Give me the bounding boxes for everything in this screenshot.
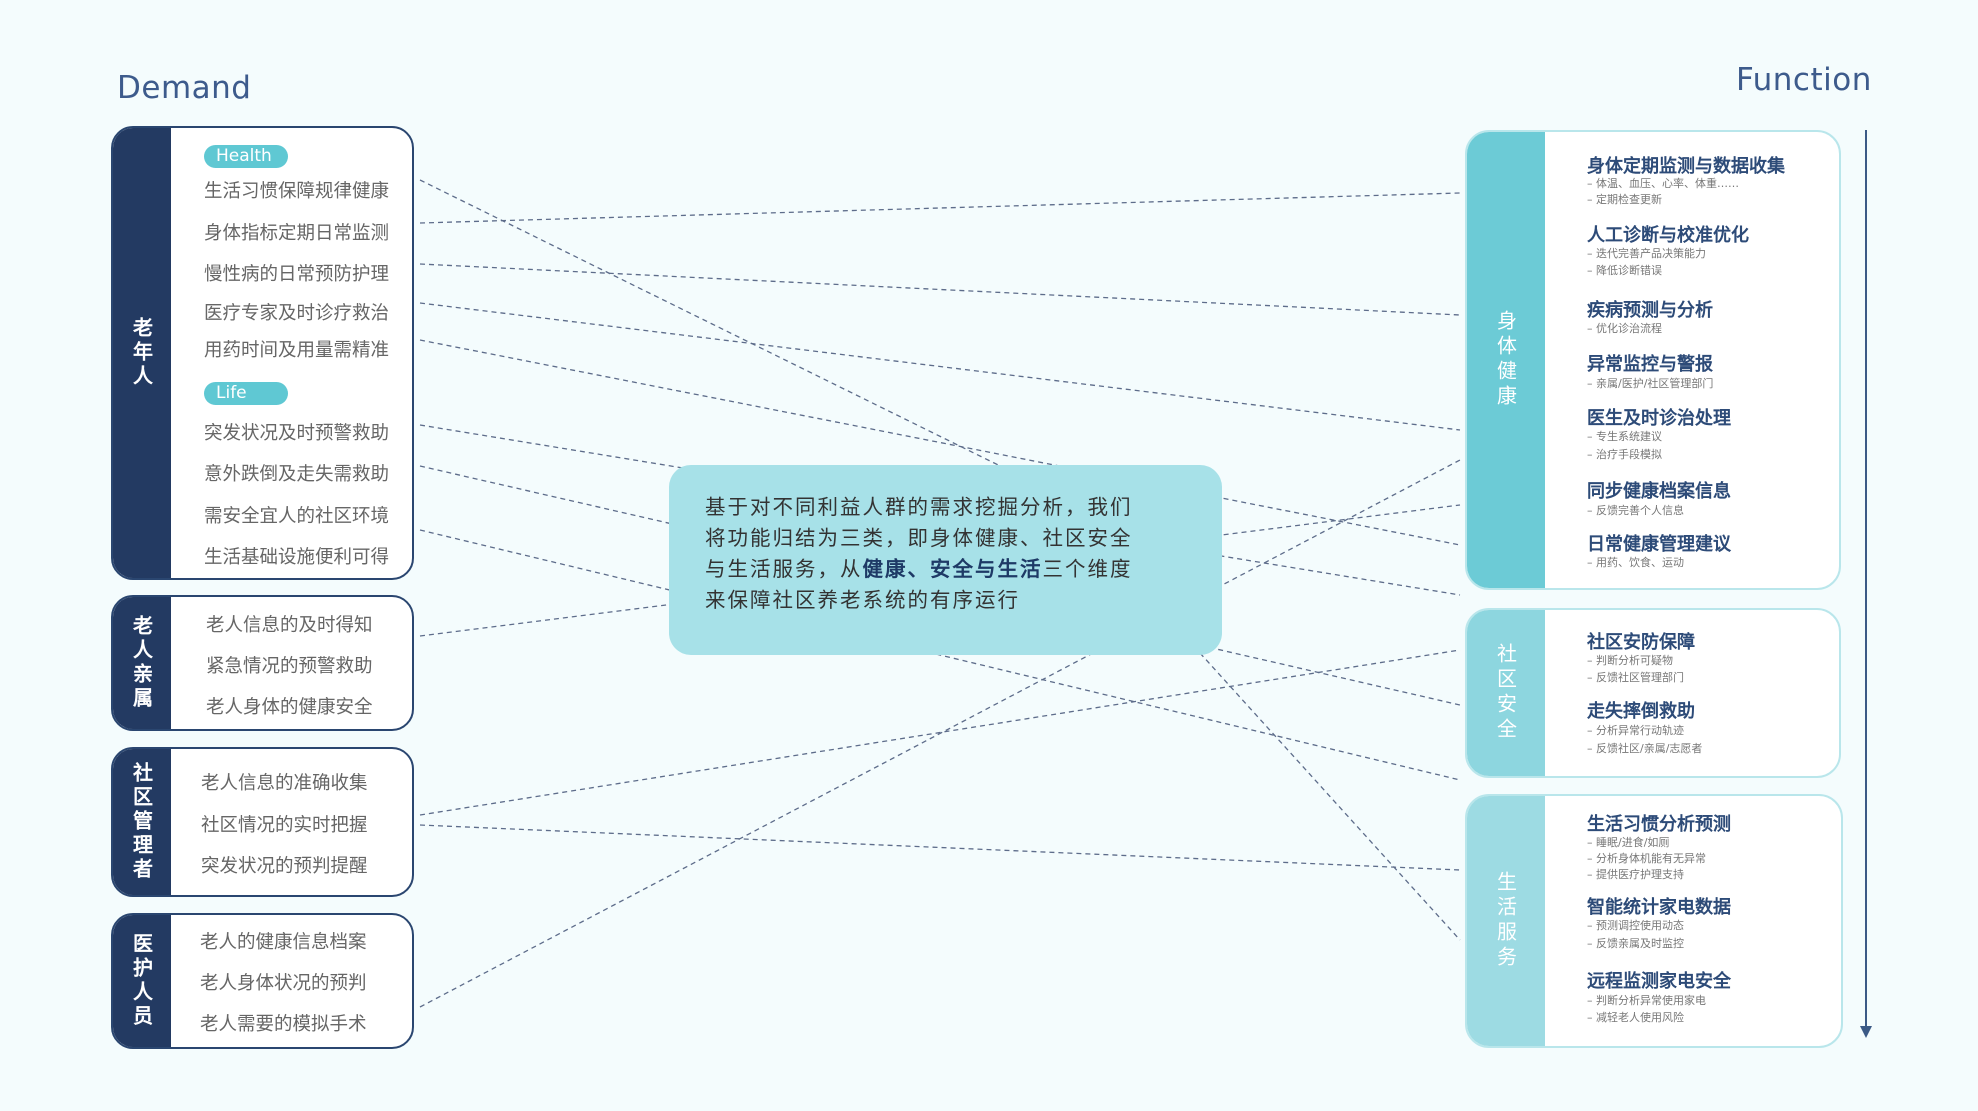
- group-label: 社区管理者: [129, 762, 154, 882]
- summary-line: 来保障社区养老系统的有序运行: [705, 588, 1020, 612]
- group-label-bar: 老人亲属: [113, 597, 171, 729]
- demand-item: 突发状况及时预警救助: [204, 423, 390, 444]
- function-group-health: 身体健康 身体定期监测与数据收集 – 体温、血压、心率、体重…… – 定期检查更…: [1465, 130, 1841, 590]
- demand-group-elderly: 老年人 Health 生活习惯保障规律健康 身体指标定期日常监测 慢性病的日常预…: [111, 126, 414, 580]
- group-label-bar: 社区管理者: [113, 749, 171, 895]
- summary-line: 与生活服务，从健康、安全与生活三个维度: [705, 557, 1133, 581]
- function-detail: – 预测调控使用动态: [1587, 919, 1684, 932]
- demand-item: 社区情况的实时把握: [201, 815, 368, 836]
- function-detail: – 分析异常行动轨迹: [1587, 724, 1684, 737]
- demand-item: 需安全宜人的社区环境: [204, 506, 390, 527]
- summary-box: 基于对不同利益人群的需求挖掘分析，我们 将功能归结为三类，即身体健康、社区安全 …: [669, 465, 1222, 655]
- group-label: 身体健康: [1493, 310, 1518, 410]
- demand-item: 老人信息的及时得知: [206, 615, 373, 636]
- function-detail: – 亲属/医护/社区管理部门: [1587, 377, 1714, 390]
- demand-group-relatives: 老人亲属 老人信息的及时得知 紧急情况的预警救助 老人身体的健康安全: [111, 595, 414, 731]
- connector-line: [419, 339, 1461, 546]
- demand-item: 身体指标定期日常监测: [204, 223, 390, 244]
- demand-group-medical-staff: 医护人员 老人的健康信息档案 老人身体状况的预判 老人需要的模拟手术: [111, 913, 414, 1049]
- connector-line: [419, 179, 1056, 494]
- function-detail: – 用药、饮食、运动: [1587, 556, 1684, 569]
- function-title: 人工诊断与校准优化: [1587, 225, 1749, 246]
- function-title: 生活习惯分析预测: [1587, 814, 1731, 835]
- summary-line: 基于对不同利益人群的需求挖掘分析，我们: [705, 495, 1133, 519]
- group-label-bar: 老年人: [113, 128, 171, 578]
- function-detail: – 治疗手段模拟: [1587, 448, 1662, 461]
- demand-item: 老人身体的健康安全: [206, 697, 373, 718]
- function-group-life-services: 生活服务 生活习惯分析预测 – 睡眠/进食/如厕 – 分析身体机能有无异常 – …: [1465, 794, 1843, 1048]
- health-tag: Health: [204, 145, 288, 168]
- group-label-bar: 社区安全: [1467, 610, 1545, 776]
- function-detail: – 反馈亲属及时监控: [1587, 937, 1684, 950]
- function-title: 日常健康管理建议: [1587, 534, 1731, 555]
- function-detail: – 提供医疗护理支持: [1587, 868, 1684, 881]
- function-title: 远程监测家电安全: [1587, 971, 1731, 992]
- connector-line: [419, 824, 1461, 871]
- connector-line: [419, 459, 1461, 1008]
- function-detail: – 反馈完善个人信息: [1587, 504, 1684, 517]
- group-label-bar: 生活服务: [1467, 796, 1545, 1046]
- group-label: 生活服务: [1493, 871, 1518, 971]
- connector-line: [419, 192, 1461, 224]
- connector-line: [419, 529, 1461, 781]
- function-title: 医生及时诊治处理: [1587, 408, 1731, 429]
- function-detail: – 睡眠/进食/如厕: [1587, 836, 1670, 849]
- demand-heading: Demand: [117, 70, 252, 106]
- demand-item: 紧急情况的预警救助: [206, 656, 373, 677]
- group-label-bar: 身体健康: [1467, 132, 1545, 588]
- demand-item: 老人的健康信息档案: [200, 932, 367, 953]
- function-detail: – 定期检查更新: [1587, 193, 1662, 206]
- function-title: 身体定期监测与数据收集: [1587, 156, 1785, 177]
- connector-line: [419, 649, 1461, 816]
- function-detail: – 减轻老人使用风险: [1587, 1011, 1684, 1024]
- group-label: 医护人员: [129, 933, 154, 1029]
- function-title: 疾病预测与分析: [1587, 300, 1713, 321]
- function-title: 同步健康档案信息: [1587, 481, 1731, 502]
- demand-item: 老人身体状况的预判: [200, 973, 367, 994]
- connector-line: [419, 302, 1461, 431]
- demand-item: 用药时间及用量需精准: [204, 340, 390, 361]
- function-detail: – 分析身体机能有无异常: [1587, 852, 1706, 865]
- demand-item: 突发状况的预判提醒: [201, 856, 368, 877]
- function-detail: – 体温、血压、心率、体重……: [1587, 177, 1739, 190]
- demand-item: 生活基础设施便利可得: [204, 547, 390, 568]
- function-title: 异常监控与警报: [1587, 354, 1713, 375]
- summary-keywords: 健康、安全与生活: [862, 557, 1043, 581]
- function-detail: – 迭代完善产品决策能力: [1587, 247, 1706, 260]
- demand-group-community-managers: 社区管理者 老人信息的准确收集 社区情况的实时把握 突发状况的预判提醒: [111, 747, 414, 897]
- function-detail: – 专生系统建议: [1587, 430, 1662, 443]
- function-detail: – 反馈社区管理部门: [1587, 671, 1684, 684]
- summary-line: 将功能归结为三类，即身体健康、社区安全: [705, 526, 1133, 550]
- arrow-down-icon: [1860, 1026, 1872, 1038]
- function-title: 智能统计家电数据: [1587, 897, 1731, 918]
- group-label: 老人亲属: [129, 615, 154, 711]
- group-label: 社区安全: [1493, 643, 1518, 743]
- demand-item: 医疗专家及时诊疗救治: [204, 303, 390, 324]
- function-detail: – 反馈社区/亲属/志愿者: [1587, 742, 1703, 755]
- connector-line: [419, 263, 1461, 316]
- function-group-community-safety: 社区安全 社区安防保障 – 判断分析可疑物 – 反馈社区管理部门 走失摔倒救助 …: [1465, 608, 1841, 778]
- function-detail: – 判断分析异常使用家电: [1587, 994, 1706, 1007]
- demand-item: 意外跌倒及走失需救助: [204, 464, 390, 485]
- group-label: 老年人: [129, 317, 154, 389]
- function-title: 社区安防保障: [1587, 632, 1695, 653]
- function-axis-line: [1865, 130, 1867, 1032]
- demand-item: 老人需要的模拟手术: [200, 1014, 367, 1035]
- function-detail: – 判断分析可疑物: [1587, 654, 1673, 667]
- life-tag: Life: [204, 382, 288, 405]
- function-title: 走失摔倒救助: [1587, 701, 1695, 722]
- group-label-bar: 医护人员: [113, 915, 171, 1047]
- function-heading: Function: [1736, 62, 1872, 98]
- function-detail: – 降低诊断错误: [1587, 264, 1662, 277]
- demand-item: 慢性病的日常预防护理: [204, 264, 390, 285]
- demand-item: 生活习惯保障规律健康: [204, 181, 390, 202]
- demand-item: 老人信息的准确收集: [201, 773, 368, 794]
- function-detail: – 优化诊治流程: [1587, 322, 1662, 335]
